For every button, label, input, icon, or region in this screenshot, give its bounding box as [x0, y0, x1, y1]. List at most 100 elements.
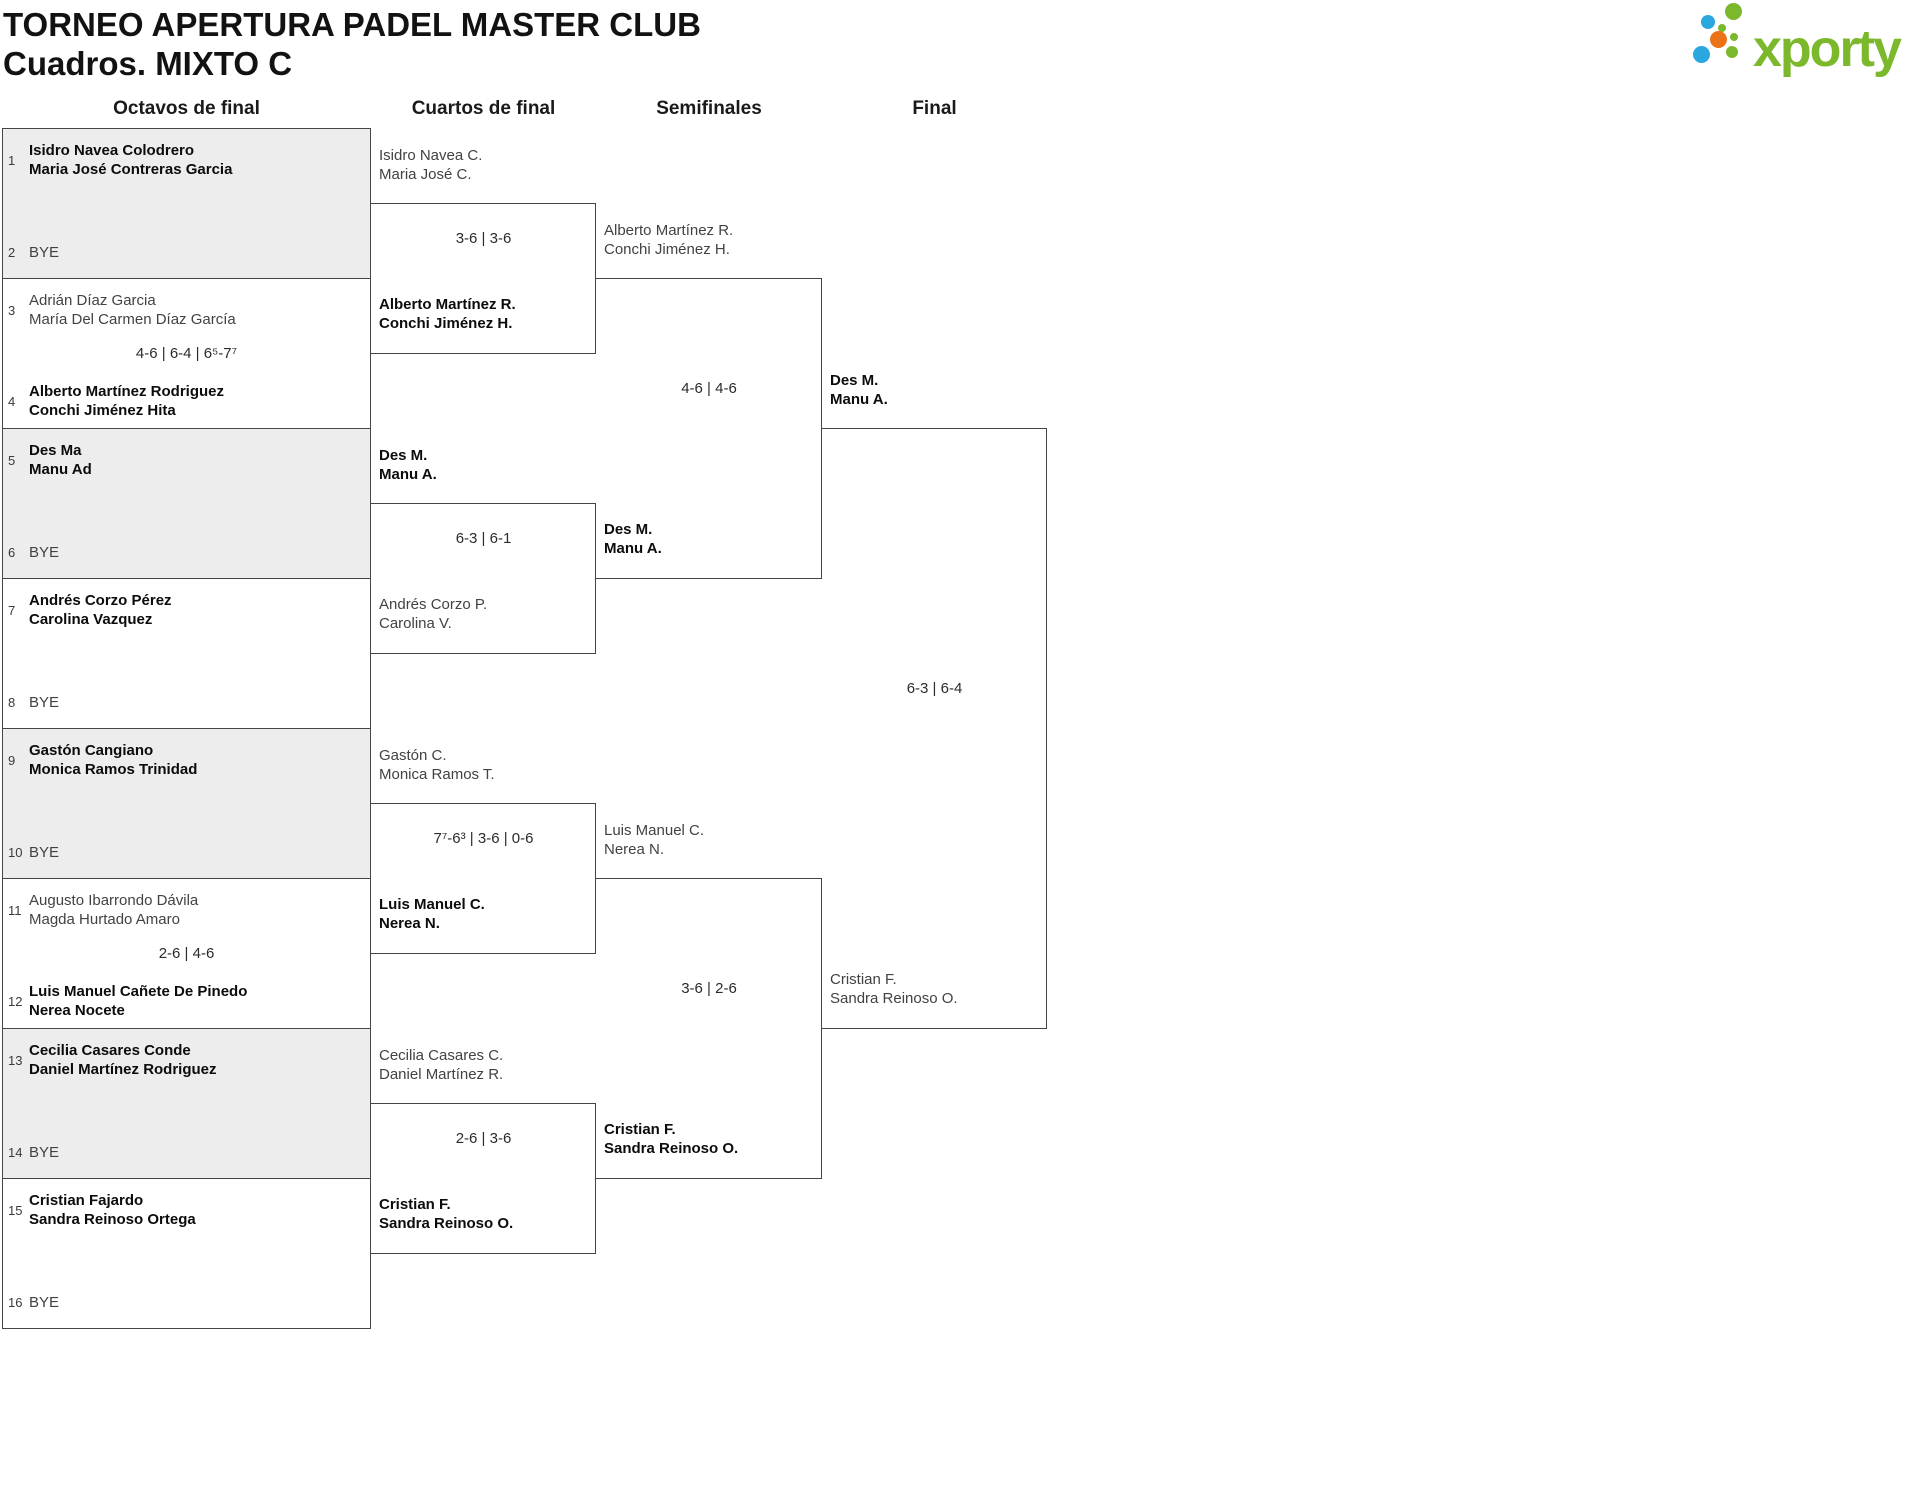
team-name: Cristian Fajardo Sandra Reinoso Ortega — [29, 1191, 196, 1229]
player-name: Andrés Corzo P. — [379, 596, 488, 613]
seed-number: 8 — [8, 695, 16, 710]
player-name: Sandra Reinoso O. — [379, 1215, 514, 1232]
seed-number: 3 — [8, 302, 16, 318]
player-name: Sandra Reinoso Ortega — [29, 1211, 196, 1228]
player-name: Magda Hurtado Amaro — [29, 911, 180, 928]
match-score: 6-3 | 6-1 — [455, 530, 512, 547]
player-name: Alberto Martínez R. — [379, 296, 516, 313]
player-name: Nerea N. — [604, 841, 665, 858]
player-name: Luis Manuel Cañete De Pinedo — [29, 983, 248, 1000]
match-box-octavos-5: 9 Gastón Cangiano Monica Ramos Trinidad … — [2, 728, 371, 879]
seed-number: 7 — [8, 602, 16, 618]
player-name: Des M. — [604, 521, 653, 538]
column-header-octavos: Octavos de final — [113, 98, 260, 119]
player-name: Cristian F. — [830, 971, 897, 988]
player-name: Monica Ramos Trinidad — [29, 761, 198, 778]
match-box-semifinal-1 — [596, 278, 822, 579]
logo-dot — [1710, 31, 1727, 48]
match-score: 3-6 | 3-6 — [455, 230, 512, 247]
player-name: Sandra Reinoso O. — [830, 990, 958, 1007]
match-box-final — [822, 428, 1047, 1029]
player-name: Monica Ramos T. — [379, 766, 495, 783]
team-name: Des Ma Manu Ad — [29, 441, 92, 479]
player-name: Carolina Vazquez — [29, 611, 153, 628]
match-box-octavos-3: 5 Des Ma Manu Ad 6 BYE — [2, 428, 371, 579]
team-name: Des M. Manu A. — [830, 371, 888, 409]
player-name: Adrián Díaz Garcia — [29, 292, 156, 309]
match-box-octavos-1: 1 Isidro Navea Colodrero Maria José Cont… — [2, 128, 371, 279]
player-name: Nerea N. — [379, 915, 440, 932]
player-name: Sandra Reinoso O. — [604, 1140, 739, 1157]
player-name: BYE — [29, 844, 60, 861]
bye-label: BYE — [29, 243, 59, 262]
team-name: Cristian F. Sandra Reinoso O. — [830, 970, 958, 1008]
player-name: Manu Ad — [29, 461, 92, 478]
team-name: Augusto Ibarrondo Dávila Magda Hurtado A… — [29, 891, 198, 929]
player-name: Cristian Fajardo — [29, 1192, 144, 1209]
team-name: Des M. Manu A. — [379, 446, 437, 484]
match-box-octavos-6: 11 Augusto Ibarrondo Dávila Magda Hurtad… — [2, 878, 371, 1029]
player-name: BYE — [29, 1144, 60, 1161]
player-name: Nerea Nocete — [29, 1002, 125, 1019]
seed-number: 15 — [8, 1202, 23, 1218]
seed-number: 1 — [8, 152, 16, 168]
seed-number: 2 — [8, 245, 16, 260]
match-score: 4-6 | 4-6 — [681, 380, 737, 397]
match-score: 4-6 | 6-4 | 6⁵-7⁷ — [135, 345, 238, 362]
player-name: Des Ma — [29, 442, 82, 459]
player-name: Isidro Navea C. — [379, 147, 483, 164]
logo-dot — [1701, 15, 1715, 29]
team-name: Alberto Martínez R. Conchi Jiménez H. — [604, 221, 733, 259]
column-header-cuartos: Cuartos de final — [411, 98, 556, 119]
seed-number: 9 — [8, 752, 16, 768]
team-name: Des M. Manu A. — [604, 520, 662, 558]
match-box-cuartos-2 — [371, 503, 596, 654]
player-name: Manu A. — [830, 391, 888, 408]
match-box-octavos-4: 7 Andrés Corzo Pérez Carolina Vazquez 8 … — [2, 578, 371, 729]
seed-number: 13 — [8, 1052, 23, 1068]
player-name: Conchi Jiménez H. — [379, 315, 513, 332]
player-name: Conchi Jiménez Hita — [29, 402, 176, 419]
logo-dot — [1693, 46, 1710, 63]
team-name: Luis Manuel Cañete De Pinedo Nerea Nocet… — [29, 982, 247, 1020]
player-name: Gastón Cangiano — [29, 742, 154, 759]
player-name: Cecilia Casares Conde — [29, 1042, 191, 1059]
team-name: Andrés Corzo Pérez Carolina Vazquez — [29, 591, 172, 629]
xporty-logo-text: xporty — [1753, 20, 1902, 78]
team-name: Alberto Martínez R. Conchi Jiménez H. — [379, 295, 516, 333]
seed-number: 6 — [8, 545, 16, 560]
column-header-semifinales: Semifinales — [656, 98, 762, 119]
match-score: 2-6 | 4-6 — [158, 945, 215, 962]
team-name: Isidro Navea Colodrero Maria José Contre… — [29, 141, 232, 179]
match-box-octavos-7: 13 Cecilia Casares Conde Daniel Martínez… — [2, 1028, 371, 1179]
team-name: Cristian F. Sandra Reinoso O. — [604, 1120, 738, 1158]
team-name: Alberto Martínez Rodriguez Conchi Jiméne… — [29, 382, 224, 420]
player-name: Cecilia Casares C. — [379, 1047, 504, 1064]
player-name: BYE — [29, 694, 60, 711]
match-box-cuartos-1 — [371, 203, 596, 354]
player-name: Andrés Corzo Pérez — [29, 592, 172, 609]
match-score: 7⁷-6³ | 3-6 | 0-6 — [433, 830, 534, 847]
player-name: Gastón C. — [379, 747, 447, 764]
seed-number: 11 — [8, 902, 22, 918]
team-name: Cecilia Casares Conde Daniel Martínez Ro… — [29, 1041, 217, 1079]
bye-label: BYE — [29, 843, 59, 862]
team-name: Gastón C. Monica Ramos T. — [379, 746, 495, 784]
bye-label: BYE — [29, 543, 59, 562]
player-name: BYE — [29, 1294, 60, 1311]
logo-dot — [1718, 24, 1726, 32]
seed-number: 14 — [8, 1145, 23, 1160]
team-name: Isidro Navea C. Maria José C. — [379, 146, 482, 184]
player-name: Cristian F. — [604, 1121, 676, 1138]
team-name: Cecilia Casares C. Daniel Martínez R. — [379, 1046, 503, 1084]
match-box-cuartos-4 — [371, 1103, 596, 1254]
player-name: Carolina V. — [379, 615, 452, 632]
column-header-final: Final — [912, 98, 957, 119]
player-name: Des M. — [830, 372, 879, 389]
player-name: Cristian F. — [379, 1196, 451, 1213]
player-name: BYE — [29, 544, 60, 561]
bye-label: BYE — [29, 693, 59, 712]
player-name: Manu A. — [604, 540, 662, 557]
team-name: Adrián Díaz Garcia María Del Carmen Díaz… — [29, 291, 236, 329]
player-name: Manu A. — [379, 466, 437, 483]
